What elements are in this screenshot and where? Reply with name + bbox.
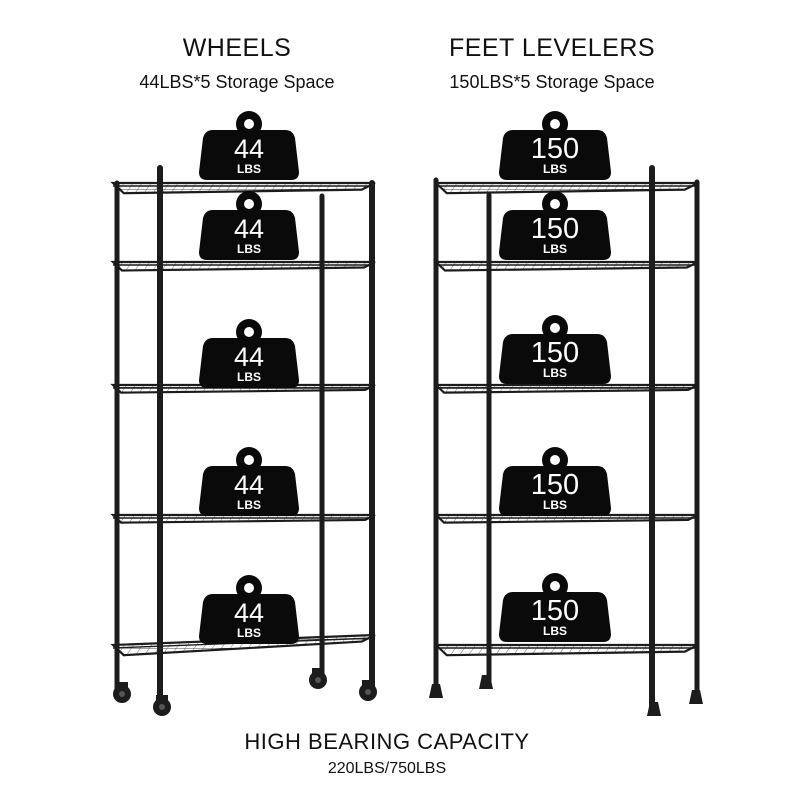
wheels-weight-unit: LBS [237,162,261,176]
wheels-heading: WHEELS 44LBS*5 Storage Space [87,34,387,93]
wheels-weight-plate [199,338,299,388]
wheels-weight-unit: LBS [237,498,261,512]
leveler-foot [479,675,493,689]
feet-levelers-weight-value: 150 [531,133,579,165]
feet-levelers-weight-handle-hole [550,455,560,465]
feet-levelers-title: FEET LEVELERS [448,34,656,62]
caster-hub [315,677,321,683]
feet-levelers-weight-value: 150 [531,213,579,245]
wheels-weight-value: 44 [234,342,264,372]
feet-levelers-weight-plate [499,466,611,516]
feet-levelers-shelf [433,643,699,657]
feet-levelers-weight-value: 150 [531,595,579,627]
feet-levelers-shelf [433,513,699,524]
wheels-weight-plate [199,466,299,516]
capacity-title: HIGH BEARING CAPACITY [244,729,530,754]
caster-hub [365,689,371,695]
caster-hub [119,691,125,697]
wheels-weight-plate [199,130,299,180]
wheels-weight-plate [199,210,299,260]
wheels-subtitle: 44LBS*5 Storage Space [139,72,335,92]
feet-levelers-weight-value: 150 [531,337,579,369]
wheels-weight-handle-hole [244,327,254,337]
leveler-foot [647,702,661,716]
caster-hub [159,704,165,710]
wheels-weight-handle-hole [244,119,254,129]
feet-levelers-weight-handle-hole [550,581,560,591]
wheels-weight-unit: LBS [237,242,261,256]
feet-levelers-weight-plate [499,334,611,384]
wheels-weight-unit: LBS [237,626,261,640]
wheels-weight-handle-hole [244,199,254,209]
feet-levelers-shelf [433,383,699,394]
capacity-subtitle: 220LBS/750LBS [327,760,447,777]
wheels-weight-value: 44 [234,598,264,628]
feet-levelers-weight-unit: LBS [543,242,567,256]
feet-levelers-heading: FEET LEVELERS 150LBS*5 Storage Space [402,34,702,93]
wheels-shelf [110,260,376,272]
feet-levelers-weight-plate [499,592,611,642]
feet-levelers-weight-handle-hole [550,119,560,129]
feet-levelers-shelf [433,260,699,272]
feet-levelers-shelf [433,181,699,195]
wheels-weight-value: 44 [234,214,264,244]
feet-levelers-weight-value: 150 [531,469,579,501]
wheels-weight-handle-hole [244,455,254,465]
wheels-weight-value: 44 [234,134,264,164]
wheels-shelf [110,181,376,195]
feet-levelers-weight-handle-hole [550,199,560,209]
feet-levelers-weight-unit: LBS [543,498,567,512]
wheels-weight-value: 44 [234,470,264,500]
feet-levelers-weight-plate [499,130,611,180]
feet-levelers-weight-plate [499,210,611,260]
feet-levelers-weight-unit: LBS [543,162,567,176]
wheels-weight-unit: LBS [237,370,261,384]
feet-levelers-subtitle: 150LBS*5 Storage Space [449,72,655,92]
wheels-shelf [110,513,376,524]
leveler-foot [429,684,443,698]
capacity-footer: HIGH BEARING CAPACITY 220LBS/750LBS [0,729,774,778]
wheels-title: WHEELS [182,34,292,62]
feet-levelers-weight-handle-hole [550,323,560,333]
feet-levelers-weight-unit: LBS [543,366,567,380]
leveler-foot [689,690,703,704]
feet-levelers-weight-unit: LBS [543,624,567,638]
wheels-weight-handle-hole [244,583,254,593]
feet-levelers-shelf-rack [429,165,703,716]
wheels-weight-plate [199,594,299,644]
